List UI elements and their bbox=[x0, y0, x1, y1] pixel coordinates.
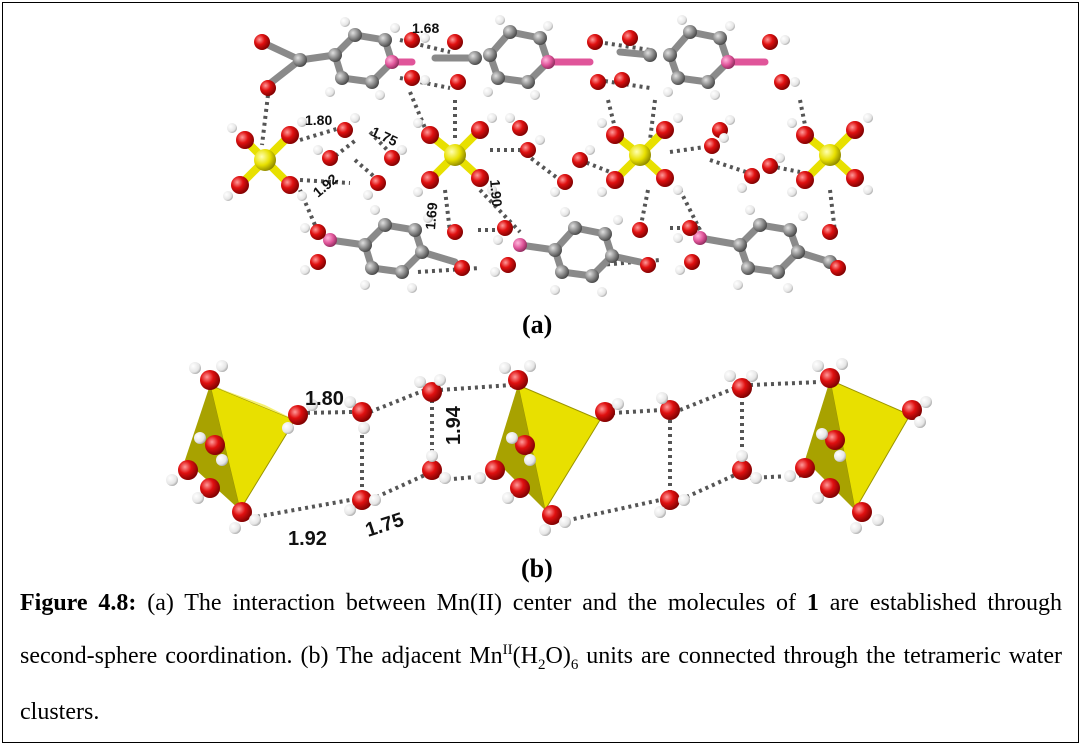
panel-b-structure: 1.80 1.94 1.92 1.75 bbox=[166, 358, 932, 550]
distance-label: 1.80 bbox=[305, 112, 332, 128]
figure-number: Figure 4.8: bbox=[20, 590, 137, 616]
oxidation-state: II bbox=[502, 642, 513, 658]
distance-label: 1.90 bbox=[487, 179, 505, 208]
distance-label: 1.75 bbox=[369, 123, 401, 149]
caption-text: units are connected through the tetramer… bbox=[20, 643, 1062, 725]
compound-number: 1 bbox=[806, 590, 819, 616]
panel-a-structure: 1.68 1.80 1.75 1.92 1.69 1.90 bbox=[223, 15, 873, 297]
distance-label: 1.94 bbox=[443, 405, 465, 445]
boron-atoms-a bbox=[323, 55, 735, 252]
caption-text: (H bbox=[512, 643, 538, 669]
distance-label: 1.92 bbox=[288, 528, 327, 550]
water-molecules-b bbox=[166, 358, 932, 536]
distance-label: 1.92 bbox=[310, 170, 341, 200]
caption-text: (a) The interaction between Mn(II) cente… bbox=[136, 590, 807, 616]
figure-illustration: 1.68 1.80 1.75 1.92 1.69 1.90 bbox=[166, 15, 932, 550]
subscript: 2 bbox=[537, 656, 546, 673]
panel-b-label: (b) bbox=[521, 554, 553, 583]
hydrogen-atoms-a bbox=[223, 15, 873, 297]
distance-label: 1.80 bbox=[305, 388, 344, 410]
distance-label: 1.68 bbox=[412, 20, 439, 36]
caption-text: O) bbox=[545, 643, 571, 669]
distance-label: 1.75 bbox=[363, 509, 407, 542]
caption-text: are established through second-sphere co… bbox=[20, 590, 1062, 669]
subscript: 6 bbox=[570, 656, 579, 673]
figure-caption: Figure 4.8: (a) The interaction between … bbox=[20, 580, 1062, 736]
manganese-atoms-a bbox=[254, 144, 841, 171]
oxygen-atoms-a bbox=[231, 30, 864, 276]
panel-a-label: (a) bbox=[522, 310, 553, 339]
distance-label: 1.69 bbox=[422, 202, 440, 231]
